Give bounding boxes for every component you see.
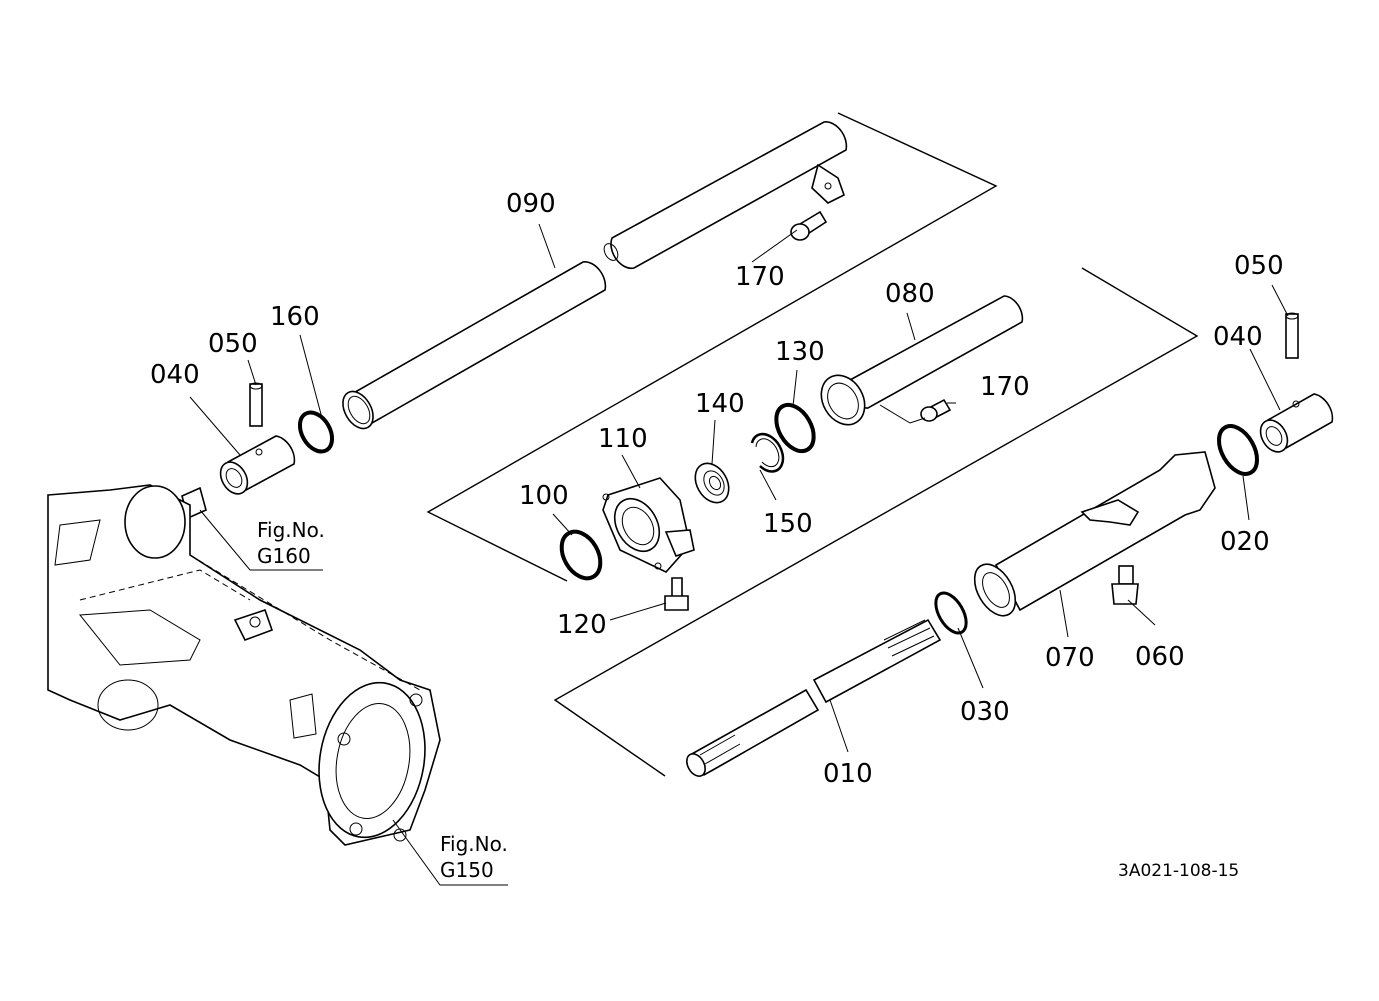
pin-050-left <box>249 382 263 427</box>
bearing-140 <box>694 462 730 504</box>
bolt-120 <box>664 577 689 611</box>
callout-110[interactable]: 110 <box>598 424 648 454</box>
leader-lines <box>189 223 1289 886</box>
o-ring-020 <box>1217 424 1259 476</box>
bearing-holder-110 <box>602 477 695 573</box>
callout-090[interactable]: 090 <box>506 189 556 219</box>
axle-housing-g150 <box>47 484 441 846</box>
callout-020[interactable]: 020 <box>1220 527 1270 557</box>
callout-040-left[interactable]: 040 <box>150 360 200 390</box>
callout-120[interactable]: 120 <box>557 610 607 640</box>
shaft-010 <box>686 618 942 777</box>
o-ring-100 <box>559 529 603 581</box>
callout-010[interactable]: 010 <box>823 759 873 789</box>
bolt-170-top <box>790 210 828 241</box>
callout-130[interactable]: 130 <box>775 337 825 367</box>
snap-ring-150 <box>750 432 785 473</box>
o-ring-160 <box>297 410 335 454</box>
callout-140[interactable]: 140 <box>695 389 745 419</box>
callout-070[interactable]: 070 <box>1045 643 1095 673</box>
fig-ref-g160-code[interactable]: G160 <box>257 544 311 568</box>
callout-050-left[interactable]: 050 <box>208 329 258 359</box>
tube-080 <box>820 295 1024 426</box>
fig-ref-g150-label: Fig.No. <box>440 832 508 856</box>
callout-050-right[interactable]: 050 <box>1234 251 1284 281</box>
assembly-plane-lower <box>553 267 1199 777</box>
drawing-number: 3A021-108-15 <box>1118 861 1239 881</box>
callout-150[interactable]: 150 <box>763 509 813 539</box>
callout-170-mid[interactable]: 170 <box>980 372 1030 402</box>
collar-040-right <box>1259 393 1334 453</box>
pin-050-right <box>1285 312 1299 359</box>
callout-100[interactable]: 100 <box>519 481 569 511</box>
callout-080[interactable]: 080 <box>885 279 935 309</box>
o-ring-130 <box>774 402 816 454</box>
callout-060[interactable]: 060 <box>1135 642 1185 672</box>
fig-ref-g160-label: Fig.No. <box>257 518 325 542</box>
callout-030[interactable]: 030 <box>960 697 1010 727</box>
housing-070 <box>973 451 1216 617</box>
fig-ref-g150-code[interactable]: G150 <box>440 858 494 882</box>
callout-040-right[interactable]: 040 <box>1213 322 1263 352</box>
collar-040-left <box>219 435 296 495</box>
callout-170-top[interactable]: 170 <box>735 262 785 292</box>
bolt-060 <box>1111 565 1139 605</box>
o-ring-030 <box>934 591 968 635</box>
tube-090-right-section <box>603 121 848 270</box>
assembly-plane-upper <box>426 112 998 582</box>
bolt-170-mid <box>879 398 952 424</box>
callout-160[interactable]: 160 <box>270 302 320 332</box>
tube-090-left-section <box>342 261 607 430</box>
